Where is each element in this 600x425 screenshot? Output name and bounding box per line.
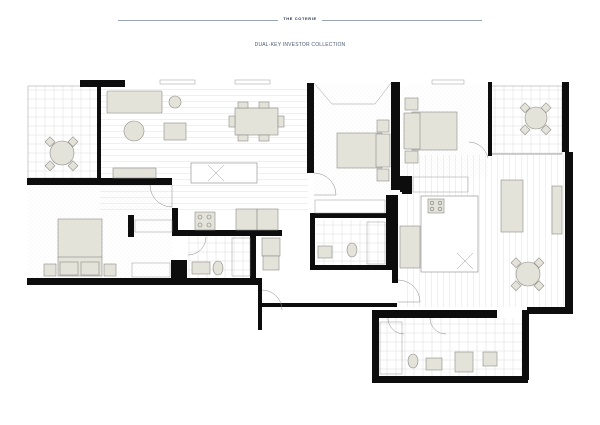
dining-table [234, 107, 279, 136]
outdoor-table [524, 106, 548, 130]
cooktop-burners-icon [429, 200, 443, 212]
windows [159, 79, 562, 155]
studio-furniture [397, 179, 563, 303]
wardrobe [131, 262, 171, 278]
dining-chair [237, 134, 249, 142]
kitchen-island [190, 162, 258, 184]
shower [366, 221, 386, 265]
bed [336, 132, 383, 169]
bathroom-3-fixtures [379, 317, 498, 375]
wardrobe [412, 176, 469, 193]
bedside-table [43, 263, 57, 277]
wardrobe [314, 199, 386, 214]
toilet [407, 353, 419, 369]
bedroom-1-furniture [43, 184, 173, 278]
balcony-east-furniture [519, 102, 552, 136]
door-swing [187, 236, 207, 256]
bathroom-1-fixtures [187, 236, 283, 311]
door-swing [429, 317, 447, 335]
walls [27, 80, 573, 383]
dining-chair [237, 101, 249, 109]
sink-icon [456, 252, 474, 270]
door-swing [468, 141, 489, 159]
dining-chair [228, 115, 236, 128]
bedroom-3-furniture [403, 97, 489, 193]
shower [379, 321, 403, 375]
bedside-table [404, 97, 419, 111]
vanity [191, 261, 211, 275]
cooktop [427, 198, 445, 214]
bedside-table [376, 168, 390, 182]
header: THE COTERIE [0, 14, 600, 26]
sofa [500, 179, 524, 233]
vanity [425, 357, 443, 371]
door-swing [149, 184, 173, 208]
vanity [317, 245, 333, 259]
laundry-tub [482, 351, 498, 367]
door-swing [261, 289, 283, 311]
floors [27, 85, 564, 376]
shower [231, 237, 251, 277]
dining-table [515, 261, 541, 287]
cooktop-burners-icon [197, 214, 212, 228]
door-swing [313, 172, 337, 196]
balcony-west-furniture [44, 136, 79, 172]
laundry-tub [262, 255, 280, 271]
header-rule-left [118, 20, 278, 21]
bedside-table [103, 263, 117, 277]
toilet [212, 260, 224, 276]
project-title: THE COTERIE [283, 16, 317, 21]
door-swing [397, 279, 421, 303]
dining-chair [258, 101, 270, 109]
dining-chair [277, 115, 285, 128]
toilet [346, 242, 358, 258]
wardrobe [134, 219, 173, 233]
collection-subtitle: DUAL-KEY INVESTOR COLLECTION [254, 42, 346, 48]
fridge-pantry [399, 225, 421, 269]
laundry [454, 351, 474, 373]
sofa [106, 90, 163, 114]
dining-chair [258, 134, 270, 142]
tv-unit [112, 167, 157, 179]
sink-icon [207, 164, 225, 182]
bedside-table [404, 150, 419, 164]
coffee-table [123, 120, 145, 142]
tv-unit [551, 185, 563, 235]
living-furniture [106, 90, 285, 231]
header-rule-right [322, 20, 482, 21]
door-swing [387, 317, 405, 335]
bathroom-3-floor [378, 318, 522, 376]
laundry [261, 237, 281, 257]
cooktop [194, 211, 216, 231]
outdoor-table [49, 140, 75, 166]
side-table [168, 95, 182, 109]
armchair [163, 122, 187, 141]
bedroom-2-furniture [313, 119, 391, 265]
bedside-table [376, 119, 390, 133]
